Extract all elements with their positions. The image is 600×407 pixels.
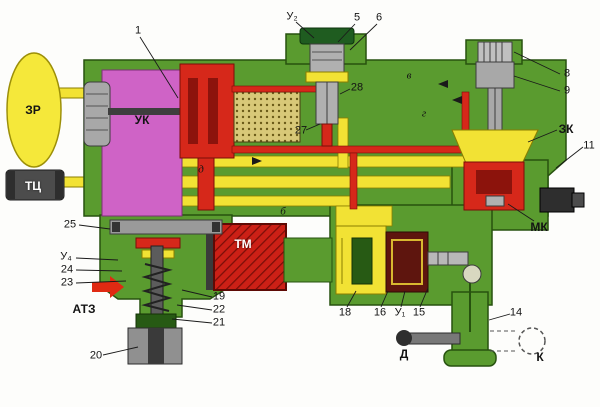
filter-mesh — [233, 91, 301, 143]
callout-25: 25 — [63, 218, 77, 231]
callout-5: 5 — [353, 11, 361, 24]
top-center-valve — [299, 27, 355, 147]
chamber-label-uk: УК — [134, 113, 150, 127]
callout-20: 20 — [89, 349, 103, 362]
port-label-atz: АТЗ — [72, 302, 96, 316]
callout-9: 9 — [563, 84, 571, 97]
top-right-valve — [475, 41, 515, 137]
channel-letter-b: б — [280, 205, 286, 218]
callout-27: 27 — [294, 124, 308, 137]
callout-15: 15 — [412, 306, 426, 319]
mk-chamber-shape — [463, 161, 525, 211]
callout-u4: У₄ — [60, 250, 72, 263]
tm-connector — [283, 237, 333, 283]
main-valve-red — [179, 63, 235, 211]
leader-lines — [75, 21, 584, 356]
port-label-tm: ТМ — [234, 237, 252, 251]
brake-cylinder-shape — [5, 169, 65, 201]
callout-24: 24 — [60, 263, 74, 276]
channel-letter-g: г — [421, 107, 427, 120]
callout-6: 6 — [375, 11, 383, 24]
callout-14: 14 — [509, 306, 523, 319]
callout-u2: У₂ — [286, 10, 298, 23]
bottom-right-assembly — [335, 225, 482, 295]
callout-28: 28 — [350, 81, 364, 94]
tm-cylinder-shape — [206, 223, 287, 291]
callout-18: 18 — [338, 306, 352, 319]
callout-u1: У₁ — [394, 306, 406, 319]
uk-chamber-shape — [101, 69, 183, 217]
lever-label-d: Д — [399, 347, 409, 361]
callout-22: 22 — [212, 303, 226, 316]
side-bolt — [539, 187, 585, 213]
callout-16: 16 — [373, 306, 387, 319]
chamber-label-zk: ЗК — [558, 122, 574, 136]
reserve-reservoir — [6, 52, 62, 168]
release-valve — [109, 219, 223, 365]
port-label-zr: ЗР — [25, 103, 41, 117]
callout-19: 19 — [212, 290, 226, 303]
channel-letter-d: д — [198, 163, 204, 176]
mode-lever — [396, 283, 546, 355]
flow-arrows — [252, 80, 462, 165]
lever-label-k: К — [536, 350, 544, 364]
port-label-tc: ТЦ — [24, 179, 42, 193]
callout-21: 21 — [212, 316, 226, 329]
channel-letter-v: в — [406, 69, 412, 82]
callout-8: 8 — [563, 67, 571, 80]
chamber-label-mk: МК — [530, 220, 548, 234]
callout-11: 11 — [583, 139, 595, 152]
main-piston — [83, 81, 184, 147]
callout-1: 1 — [134, 24, 142, 37]
callout-23: 23 — [60, 276, 74, 289]
